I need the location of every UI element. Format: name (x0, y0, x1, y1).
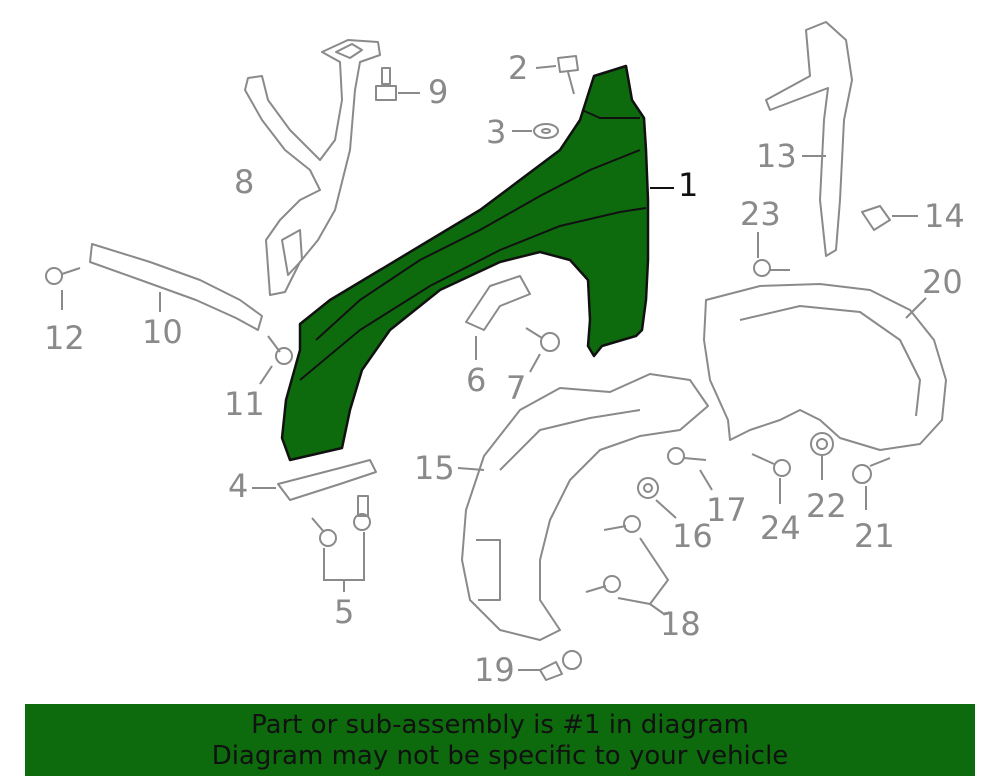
callout-3: 3 (486, 113, 507, 151)
callout-5: 5 (334, 593, 355, 631)
part-6-bracket (465, 275, 531, 360)
part-13-strip (765, 21, 853, 257)
part-20-liner (703, 283, 947, 451)
part-11-bolt (259, 335, 293, 385)
part-23-bolt (753, 232, 790, 277)
parts-diagram (45, 21, 947, 681)
callout-15: 15 (414, 449, 455, 487)
callout-19: 19 (474, 651, 515, 689)
part-14-clip (861, 205, 918, 231)
callout-13: 13 (756, 137, 797, 175)
callout-14: 14 (924, 197, 965, 235)
callout-23: 23 (740, 195, 781, 233)
callout-12: 12 (44, 319, 85, 357)
info-banner: Part or sub-assembly is #1 in diagram Di… (25, 704, 975, 776)
part-3-washer (512, 123, 559, 139)
callout-16: 16 (672, 517, 713, 555)
callout-8: 8 (234, 163, 255, 201)
part-2-bolt (535, 55, 579, 95)
callout-7: 7 (506, 369, 527, 407)
callout-11: 11 (224, 385, 265, 423)
banner-line-2: Diagram may not be specific to your vehi… (211, 741, 789, 771)
part-4-bracket (252, 459, 377, 501)
callout-10: 10 (142, 313, 183, 351)
part-7-bolt (525, 327, 560, 373)
part-9-bolt (375, 67, 420, 101)
part-21-bolt (852, 457, 891, 510)
part-10-bar (89, 243, 263, 331)
part-19-clip (518, 650, 582, 681)
part-24-bolt (751, 453, 791, 504)
part-12-bolt (45, 267, 81, 310)
callout-4: 4 (228, 467, 249, 505)
part-16-nut (637, 477, 677, 519)
part-15-liner (457, 373, 709, 641)
banner-line-1: Part or sub-assembly is #1 in diagram (251, 710, 749, 740)
callout-1: 1 (678, 166, 699, 204)
callout-9: 9 (428, 73, 449, 111)
callout-2: 2 (508, 49, 529, 87)
part-8-bracket (244, 39, 381, 296)
callout-22: 22 (806, 487, 847, 525)
callout-17: 17 (706, 491, 747, 529)
part-5-bolts (311, 495, 371, 592)
callout-18: 18 (660, 605, 701, 643)
part-22-nut (810, 432, 834, 480)
part-18-bolts (585, 515, 670, 615)
callout-21: 21 (854, 517, 895, 555)
part-1-fender (280, 64, 674, 462)
callout-20: 20 (922, 263, 963, 301)
part-17-bolt (667, 447, 713, 491)
callout-24: 24 (760, 509, 801, 547)
callout-6: 6 (466, 361, 487, 399)
